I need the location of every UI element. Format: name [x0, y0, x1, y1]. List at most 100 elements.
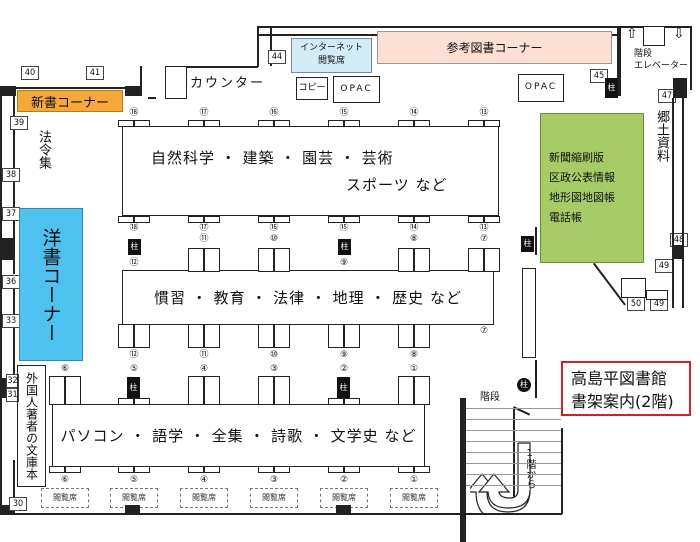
shelf-end-row3-top-right[interactable] [65, 376, 81, 405]
law-collection-label: 法令集 [36, 130, 51, 169]
shelf-end-row1-top-left[interactable] [398, 120, 414, 127]
shelf-end-row3-top-left[interactable] [328, 398, 344, 405]
left-shelf-edge [13, 96, 15, 274]
shelf-end-row3-top-left[interactable] [49, 376, 65, 405]
opac-terminal-1[interactable]: OPAC [333, 76, 380, 103]
counter-desk [165, 66, 187, 99]
shelf-end-row1-bottom-right[interactable] [414, 216, 430, 223]
shelf-end-row2-top-right[interactable] [484, 248, 500, 272]
shelf-end-row3-bottom-left[interactable] [398, 466, 414, 473]
shelf-number-row3-bottom: ⑤ [129, 475, 139, 485]
shelf-end-row1-bottom-left[interactable] [398, 216, 414, 223]
shelf-number-row2-under-pillar: ⑫ [129, 258, 139, 268]
shelf-end-row1-bottom-right[interactable] [134, 216, 150, 223]
shelf-end-row3-top-left[interactable] [398, 376, 414, 405]
shelf-end-row2-bottom-left[interactable] [258, 324, 274, 348]
wall-bottom [0, 513, 450, 515]
stairs-down-arrow-icon: ⇩ [673, 26, 685, 42]
map-title-line-2: 書架案内(2階) [571, 392, 674, 411]
shelf-end-row1-bottom-left[interactable] [328, 216, 344, 223]
shelf-end-row3-top-right[interactable] [344, 398, 360, 405]
shelf-end-row1-top-right[interactable] [204, 120, 220, 127]
shelf-end-row3-bottom-right[interactable] [204, 466, 220, 473]
internet-seats[interactable]: インターネット 閲覧席 [291, 38, 372, 73]
shelf-end-row3-bottom-left[interactable] [118, 466, 134, 473]
shelf-end-row2-bottom-right[interactable] [134, 324, 150, 348]
shelf-end-row2-bottom-left[interactable] [328, 324, 344, 348]
reading-seat[interactable]: 閲覧席 [390, 488, 438, 508]
foreign-books-corner[interactable]: 洋書コーナー [19, 208, 83, 361]
shelf-end-row2-bottom-left[interactable] [398, 324, 414, 348]
shelf-end-row3-top-right[interactable] [414, 376, 430, 405]
shelf-end-row1-bottom-right[interactable] [484, 216, 500, 223]
shelf-end-row1-top-left[interactable] [328, 120, 344, 127]
shelf-end-row3-top-right[interactable] [274, 376, 290, 405]
shelf-end-row2-bottom-right[interactable] [204, 324, 220, 348]
shelf-end-row1-bottom-left[interactable] [188, 216, 204, 223]
shelf-row-customs-education[interactable]: 慣習 ・ 教育 ・ 法律 ・ 地理 ・ 歴史 など [122, 270, 494, 325]
stair-step [466, 463, 561, 464]
shelf-end-row3-bottom-left[interactable] [258, 466, 274, 473]
opac-terminal-2[interactable]: OPAC [518, 74, 564, 102]
pillar-row3: 柱 [337, 377, 350, 399]
shelf-end-row2-bottom-left[interactable] [188, 324, 204, 348]
shelf-end-row1-top-right[interactable] [274, 120, 290, 127]
shelf-end-row3-top-right[interactable] [204, 376, 220, 405]
shelf-number-row2-under-pillar: ⑨ [339, 258, 349, 268]
reading-seat[interactable]: 閲覧席 [180, 488, 228, 508]
stairs-up-arrow[interactable] [465, 440, 540, 523]
reading-seat[interactable]: 閲覧席 [41, 488, 89, 508]
shelf-end-row3-top-left[interactable] [188, 376, 204, 405]
shelf-row-computers-language[interactable]: パソコン ・ 語学 ・ 全集 ・ 詩歌 ・ 文学史 など [52, 404, 425, 467]
shelf-end-row1-top-left[interactable] [188, 120, 204, 127]
shelf-end-row1-bottom-left[interactable] [118, 216, 134, 223]
shelf-end-row1-top-left[interactable] [118, 120, 134, 127]
shelf-end-row1-top-right[interactable] [134, 120, 150, 127]
wall-thick-top-right-of-new [125, 86, 141, 96]
shelf-end-row2-bottom-right[interactable] [274, 324, 290, 348]
shelf-row-natural-science[interactable]: 自然科学 ・ 建築 ・ 園芸 ・ 芸術 スポーツ など [122, 126, 499, 216]
shelf-end-row3-bottom-right[interactable] [274, 466, 290, 473]
shelf-end-row2-top-left[interactable] [188, 248, 204, 272]
reading-seat[interactable]: 閲覧席 [250, 488, 298, 508]
shelf-end-row3-top-right[interactable] [134, 398, 150, 405]
foreign-paperback-shelf[interactable]: 外国人著者の文庫本 [17, 365, 46, 487]
shelf-end-row1-top-right[interactable] [484, 120, 500, 127]
shelf-end-row3-bottom-left[interactable] [328, 466, 344, 473]
newspaper-area[interactable]: 新聞縮刷版 区政公表情報 地形図地図帳 電話帳 [540, 113, 644, 263]
shelf-end-row1-bottom-left[interactable] [468, 216, 484, 223]
shelf-end-row2-top-left[interactable] [468, 248, 484, 272]
shelf-end-row3-top-left[interactable] [258, 376, 274, 405]
reference-corner[interactable]: 参考図書コーナー [377, 31, 612, 64]
shelf-end-row1-top-right[interactable] [344, 120, 360, 127]
shelf-number-row1-bottom: ⑱ [129, 223, 139, 233]
shelf-end-row3-top-left[interactable] [118, 398, 134, 405]
shelf-end-row2-top-left[interactable] [258, 248, 274, 272]
shelf-end-row1-bottom-left[interactable] [258, 216, 274, 223]
shelf-end-row2-bottom-right[interactable] [344, 324, 360, 348]
shelf-number-row1-top: ⑯ [269, 108, 279, 118]
shelf-end-row2-top-right[interactable] [204, 248, 220, 272]
shelf-end-row3-bottom-left[interactable] [188, 466, 204, 473]
shelf-end-row3-bottom-right[interactable] [344, 466, 360, 473]
shelf-end-row3-bottom-right[interactable] [414, 466, 430, 473]
shelf-end-row3-bottom-right[interactable] [65, 466, 81, 473]
shelf-end-row1-bottom-right[interactable] [274, 216, 290, 223]
shelf-number-row3-bottom: ① [409, 475, 419, 485]
shelf-end-row2-bottom-left[interactable] [118, 324, 134, 348]
shelf-end-row1-top-left[interactable] [258, 120, 274, 127]
shelf-end-row2-top-right[interactable] [414, 248, 430, 272]
side-shelf-right [522, 268, 536, 358]
shelf-end-row2-top-left[interactable] [398, 248, 414, 272]
shelf-end-row3-bottom-left[interactable] [49, 466, 65, 473]
shelf-end-row1-bottom-right[interactable] [344, 216, 360, 223]
shelf-end-row1-top-left[interactable] [468, 120, 484, 127]
shelf-end-row1-bottom-right[interactable] [204, 216, 220, 223]
copy-machine[interactable]: コピー [296, 77, 328, 100]
shelf-end-row1-top-right[interactable] [414, 120, 430, 127]
shelf-end-row2-bottom-right[interactable] [414, 324, 430, 348]
new-books-corner[interactable]: 新書コーナー [17, 90, 123, 112]
newspaper-item-4: 電話帳 [549, 211, 582, 224]
shelf-end-row3-bottom-right[interactable] [134, 466, 150, 473]
shelf-end-row2-top-right[interactable] [274, 248, 290, 272]
